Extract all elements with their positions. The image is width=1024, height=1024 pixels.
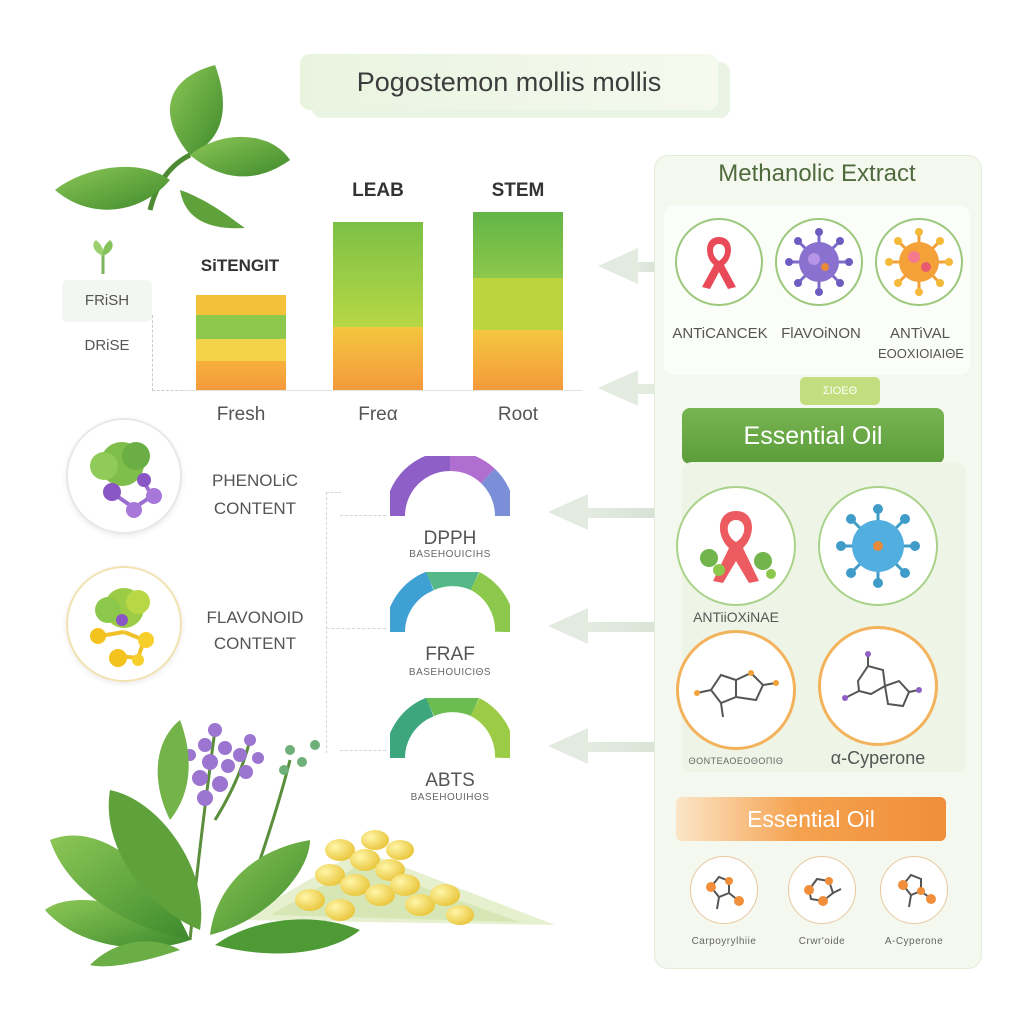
phenolic-label-1: PHENOLiC: [212, 471, 298, 490]
compound-circle-1: [676, 630, 796, 750]
assay-connector-3: [340, 750, 386, 751]
molecule-icon: [804, 877, 842, 906]
antioxidant-circle: [676, 486, 796, 606]
abts-gauge: [390, 698, 510, 758]
anticancer-label: ANTiCANCEK: [672, 325, 768, 342]
methanolic-title: Methanolic Extract: [718, 160, 916, 187]
flavonoid-molecule-icon: [90, 588, 154, 667]
virus-icon: [785, 228, 853, 296]
page-title: Pogostemon mollis mollis: [300, 54, 718, 110]
arrow-cone-3: [548, 494, 588, 530]
bar-header-mid: LEAB: [352, 180, 404, 201]
legend-fresh-label: FRiSH: [84, 292, 130, 309]
flavonoid-label-2: CONTENT: [213, 634, 297, 653]
arrow-line-4: [586, 622, 682, 632]
compound-circle-2: [818, 626, 938, 746]
oil-compound-circle-3: [880, 856, 948, 924]
oil-compound-circle-1: [690, 856, 758, 924]
abts-sub: ΒΑSΕΗΟUΙΗΘS: [410, 792, 490, 803]
x-label-root: Root: [497, 404, 539, 425]
flavonoid-label-1: FLAVONOID: [206, 608, 304, 627]
molecule-icon: [898, 873, 936, 908]
frap-label: FRAF: [425, 644, 475, 665]
arrow-cone-1: [598, 248, 638, 284]
bar-freq: [333, 222, 423, 390]
frap-gauge: [390, 572, 510, 632]
bar-root: [473, 212, 563, 390]
phenolic-label-2: CONTENT: [213, 499, 297, 518]
oil-compound-label-3: A-Cyperone: [884, 936, 944, 947]
anticancer-circle: [675, 218, 763, 306]
flavonoid-circle: [66, 566, 182, 682]
arrow-line-1: [636, 262, 658, 272]
essential-oil-banner-2-text: Essential Oil: [747, 805, 875, 832]
arrow-cone-2: [598, 370, 638, 406]
molecule-icon: [694, 670, 779, 718]
bar-baseline: [182, 390, 582, 391]
page-title-text: Pogostemon mollis mollis: [356, 66, 662, 97]
oil-compound-label-2: Crwr'oide: [798, 936, 846, 947]
x-label-freq: Freα: [358, 404, 398, 425]
ribbon-icon: [700, 511, 776, 583]
legend-connector: [152, 315, 183, 391]
phenolic-circle: [66, 418, 182, 534]
ribbon-icon: [702, 237, 736, 289]
dpph-sub: ΒΑSΕΗΟUΙCΙΗS: [409, 549, 491, 560]
virus-circle: [818, 486, 938, 606]
flavonoid-virus-circle: [775, 218, 863, 306]
bar-fresh: [196, 295, 286, 390]
antiviral-sub: ΕΟΟΧΙΟΙΑΙΘΕ: [878, 346, 964, 361]
arrow-cone-5: [548, 728, 588, 764]
antiviral-circle: [875, 218, 963, 306]
arrow-line-3: [586, 508, 668, 518]
small-tag: ΣΙΟΕΘ: [800, 377, 880, 405]
assay-connector-vertical: [326, 492, 341, 753]
essential-oil-banner: Essential Oil: [682, 408, 944, 464]
bar-header-left: SiTENGIT: [200, 256, 280, 275]
dpph-label: DPPH: [423, 528, 477, 549]
antiviral-label: ANTiVAL: [889, 325, 950, 342]
legend-dried-label: DRiSE: [84, 337, 130, 354]
compound-label-2: α-Cyperone: [830, 748, 926, 768]
molecule-icon: [706, 875, 744, 910]
dpph-gauge: [390, 456, 510, 516]
essential-oil-banner-2: Essential Oil: [676, 797, 946, 841]
flavonoid-activity-label: FlAVOiNON: [781, 325, 861, 342]
virus-icon: [885, 228, 953, 296]
basil-leaves-illustration: [55, 65, 290, 229]
virus-icon: [836, 504, 920, 588]
arrow-line-5: [586, 742, 682, 752]
antioxidant-label: ANTiiOXiNAE: [693, 609, 779, 625]
compound-label-1: ΘΟΝΤΕΑΟΕΟΘΟΠΙΘ: [688, 756, 784, 766]
bar-header-right: STEM: [491, 180, 545, 201]
plant-flowers-illustration: [45, 720, 555, 967]
essential-oil-banner-text: Essential Oil: [743, 421, 883, 450]
oil-compound-circle-2: [788, 856, 856, 924]
arrow-cone-4: [548, 608, 588, 644]
oil-compound-label-1: Carpoyrylhiie: [691, 936, 757, 947]
assay-connector-2: [326, 628, 386, 629]
x-label-fresh: Fresh: [216, 404, 266, 425]
legend-fresh-box: [62, 280, 152, 322]
sprout-icon: [93, 240, 113, 274]
molecule-icon: [842, 651, 922, 708]
assay-connector-1: [340, 515, 386, 516]
abts-label: ABTS: [425, 770, 475, 791]
phenolic-molecule-icon: [90, 442, 162, 518]
frap-sub: ΒΑSΕΗΟUΙCΙΘS: [408, 667, 492, 678]
